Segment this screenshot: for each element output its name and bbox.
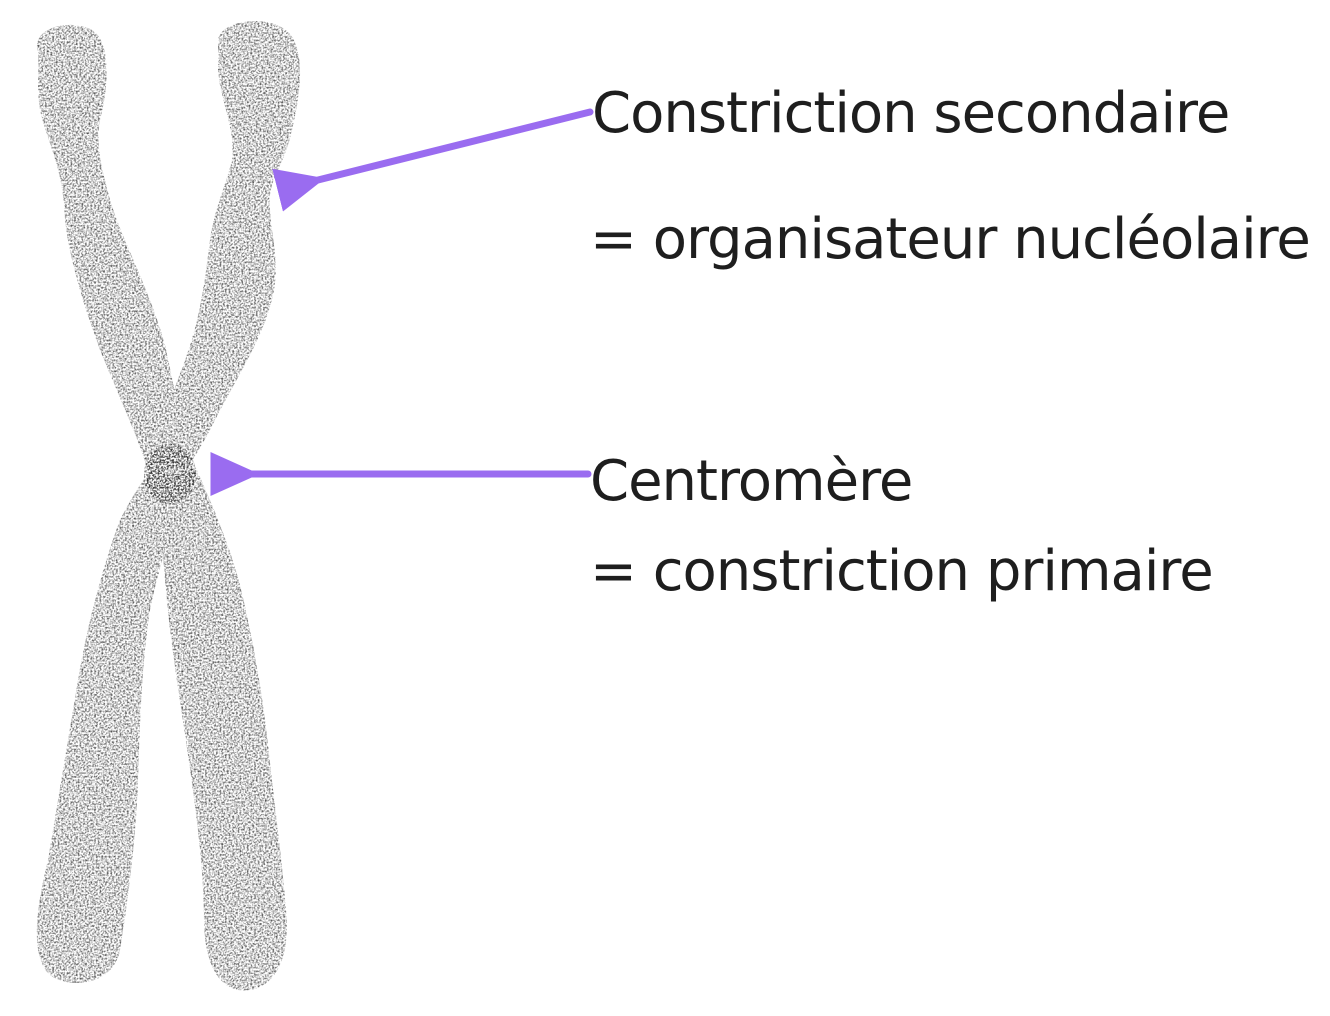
centromere-knot [144,444,196,504]
secondary-constriction-label: Constriction secondaire [592,86,1229,142]
primary-constriction-label: = constriction primaire [590,544,1213,600]
right-chromatid-lower-arm [160,468,287,990]
chromosome-illustration [37,21,300,990]
centromere-label: Centromère [590,454,912,510]
nucleolar-organizer-label: = organisateur nucléolaire [590,212,1310,268]
right-chromatid-upper-arm [150,21,300,470]
left-chromatid-upper-arm [37,25,186,478]
secondary-constriction-arrow [318,112,590,180]
arrows [252,112,590,474]
